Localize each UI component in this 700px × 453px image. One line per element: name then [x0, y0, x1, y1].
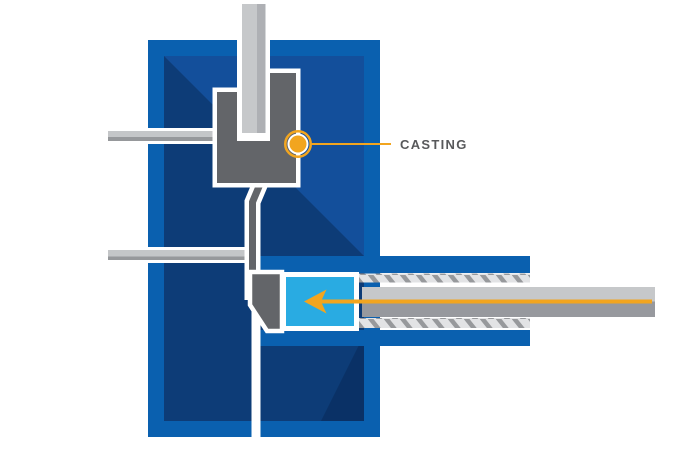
casting-marker-ring: [284, 130, 312, 158]
top-plunger-shadow: [257, 4, 266, 133]
plunger-rod: [362, 287, 655, 317]
shot-sleeve-top-liner: [358, 273, 530, 283]
upper-tie-bar-shadow: [108, 137, 215, 141]
lower-tie-bar-shadow: [108, 256, 250, 260]
parting-line: [251, 295, 261, 437]
lower-tie-bar: [105, 247, 252, 263]
plunger-rod-bottom-half: [362, 301, 655, 317]
shot-sleeve-top-wall: [253, 256, 530, 273]
plunger-rod-top-half: [362, 287, 655, 302]
runner-channel: [244, 179, 268, 437]
injection-arrow-head: [304, 289, 327, 314]
injection-arrow-shaft: [320, 299, 652, 304]
frame-dark-shading: [321, 335, 364, 421]
casting-marker-dot: [289, 135, 307, 153]
upper-tie-bar-body: [108, 131, 215, 137]
injection-arrow: [304, 289, 652, 314]
top-plunger-body: [242, 4, 257, 133]
shot-sleeve-bottom-liner: [358, 318, 530, 328]
shot-sleeve-bottom-wall: [253, 330, 530, 346]
runner-channel-core: [249, 181, 264, 285]
casting-label: CASTING: [400, 137, 468, 152]
upper-tie-bar: [105, 128, 218, 144]
lower-tie-bar-body: [108, 250, 250, 257]
casting-callout: CASTING: [284, 130, 468, 158]
shot-sleeve: [253, 256, 530, 346]
top-plunger: [237, 2, 270, 139]
chamber-end-block: [247, 269, 285, 334]
